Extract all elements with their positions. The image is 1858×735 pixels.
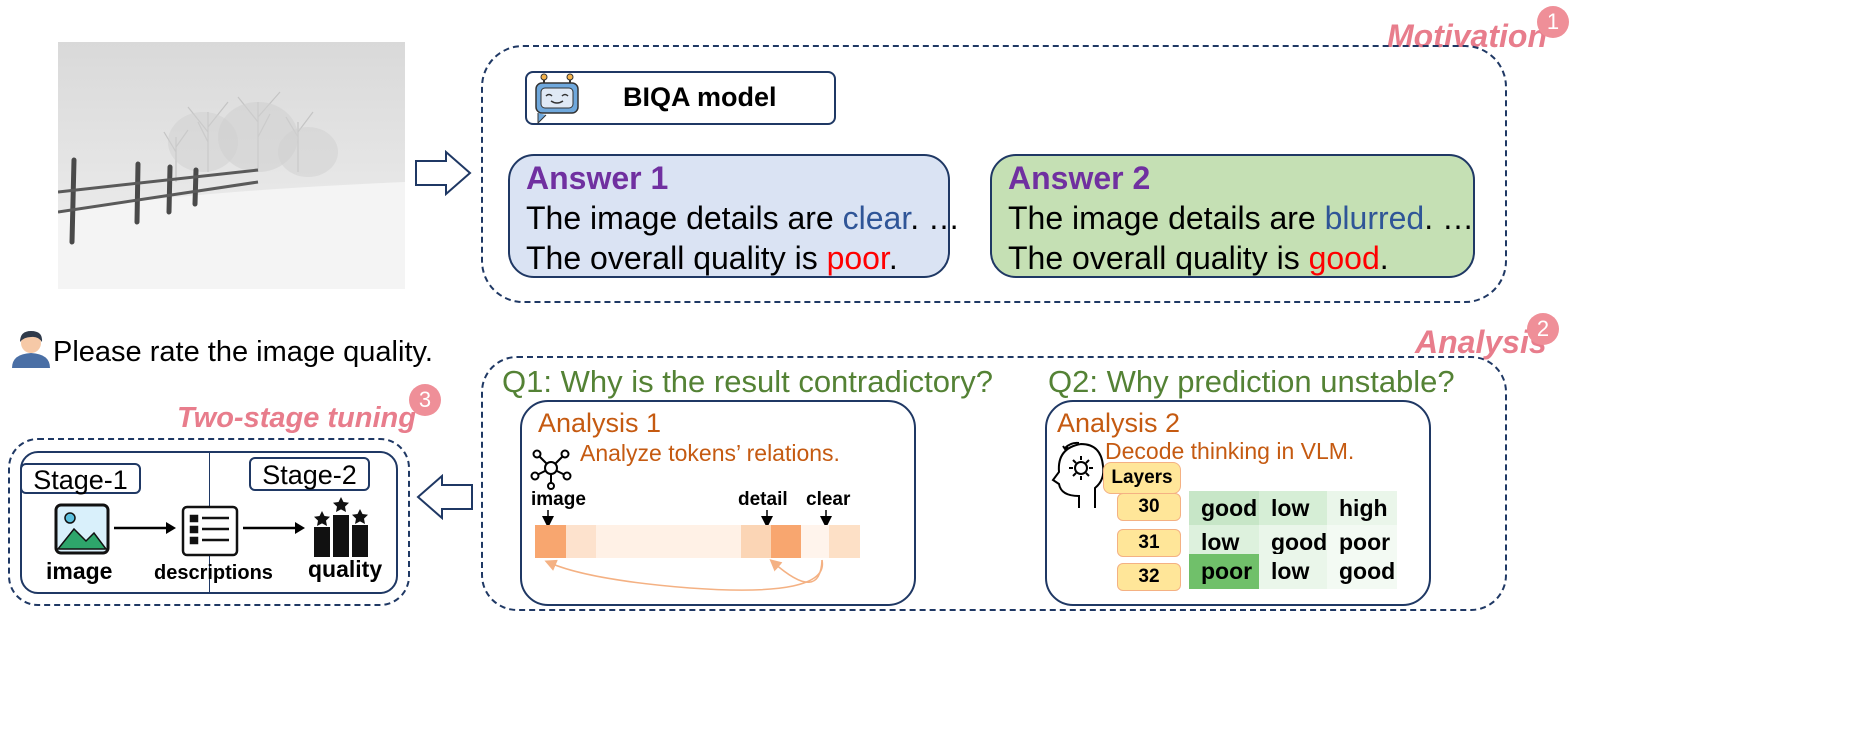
token-label-detail: detail <box>738 489 788 510</box>
answer-1-highlight-poor: poor <box>826 240 889 276</box>
layers-header: Layers <box>1103 462 1181 494</box>
motivation-box <box>481 45 1507 303</box>
answer-1-line-1: The image details are clear. … <box>526 200 960 237</box>
analysis-2-title: Analysis 2 <box>1057 408 1181 438</box>
flow-arrow-1 <box>114 520 178 541</box>
snow-landscape-photo <box>57 42 405 289</box>
flow-arrow-2 <box>243 520 307 541</box>
network-graph-icon <box>529 446 573 495</box>
image-icon <box>54 503 110 560</box>
answer-1-line-2-suffix: . <box>888 240 898 276</box>
token-label-image: image <box>531 489 586 510</box>
right-arrow-icon <box>414 149 472 201</box>
analysis-title: Analysis <box>1415 324 1547 360</box>
quality-bars-icon <box>310 497 372 564</box>
answer-1-line-1-prefix: The image details are <box>526 200 843 236</box>
biqa-model-box: BIQA model <box>525 71 836 125</box>
answer-2-line-1-prefix: The image details are <box>1008 200 1325 236</box>
section-number-2: 2 <box>1527 313 1559 345</box>
answer-1-title: Answer 1 <box>526 160 669 196</box>
answer-2-card <box>990 154 1475 278</box>
user-avatar-icon <box>10 328 52 373</box>
token-attention-strip <box>530 508 870 603</box>
grid-cell-r1c1: good <box>1189 491 1259 526</box>
biqa-model-label: BIQA model <box>623 82 777 112</box>
analysis-box <box>481 356 1507 611</box>
user-prompt-text: Please rate the image quality. <box>53 336 433 368</box>
grid-cell-r1c2: low <box>1259 491 1327 526</box>
grid-cell-r3c3: good <box>1327 554 1397 589</box>
document-list-icon <box>179 503 241 564</box>
brain-gear-icon <box>1049 440 1107 515</box>
answer-1-highlight-clear: clear <box>842 200 911 236</box>
analysis-1-title: Analysis 1 <box>538 408 662 438</box>
answer-1-card <box>508 154 950 278</box>
analysis-2-subtitle: Decode thinking in VLM. <box>1105 438 1355 464</box>
layer-32: 32 <box>1117 563 1181 591</box>
answer-1-line-2: The overall quality is poor. <box>526 240 898 277</box>
two-stage-tuning-title: Two-stage tuning <box>177 402 416 434</box>
section-number-3: 3 <box>409 384 441 416</box>
answer-2-line-2-suffix: . <box>1379 240 1389 276</box>
flow-label-image: image <box>46 558 113 584</box>
answer-2-line-2-prefix: The overall quality is <box>1008 240 1309 276</box>
answer-1-line-1-suffix: . … <box>910 200 960 236</box>
left-arrow-icon <box>416 473 474 525</box>
stage-1-label: Stage-1 <box>20 463 141 495</box>
flow-label-quality: quality <box>308 556 383 582</box>
stage-2-label: Stage-2 <box>249 457 370 491</box>
analysis-1-subtitle: Analyze tokens’ relations. <box>580 440 840 466</box>
token-label-clear: clear <box>806 489 851 510</box>
layer-30: 30 <box>1117 493 1181 521</box>
grid-cell-r3c1: poor <box>1189 554 1259 589</box>
robot-icon <box>530 73 586 130</box>
tuning-outer-box <box>8 438 410 606</box>
grid-cell-r3c2: low <box>1259 554 1327 589</box>
question-2: Q2: Why prediction unstable? <box>1048 364 1455 399</box>
answer-2-highlight-good: good <box>1308 240 1380 276</box>
answer-2-highlight-blurred: blurred <box>1324 200 1425 236</box>
question-1: Q1: Why is the result contradictory? <box>502 364 994 399</box>
flow-label-descriptions: descriptions <box>154 562 273 584</box>
answer-2-line-1: The image details are blurred. … <box>1008 200 1474 237</box>
grid-cell-r1c3: high <box>1327 491 1397 526</box>
answer-1-line-2-prefix: The overall quality is <box>526 240 827 276</box>
analysis-1-card <box>520 400 916 606</box>
answer-2-title: Answer 2 <box>1008 160 1151 196</box>
answer-2-line-2: The overall quality is good. <box>1008 240 1389 277</box>
section-number-1: 1 <box>1537 6 1569 38</box>
answer-2-line-1-suffix: . … <box>1424 200 1474 236</box>
layer-31: 31 <box>1117 529 1181 557</box>
